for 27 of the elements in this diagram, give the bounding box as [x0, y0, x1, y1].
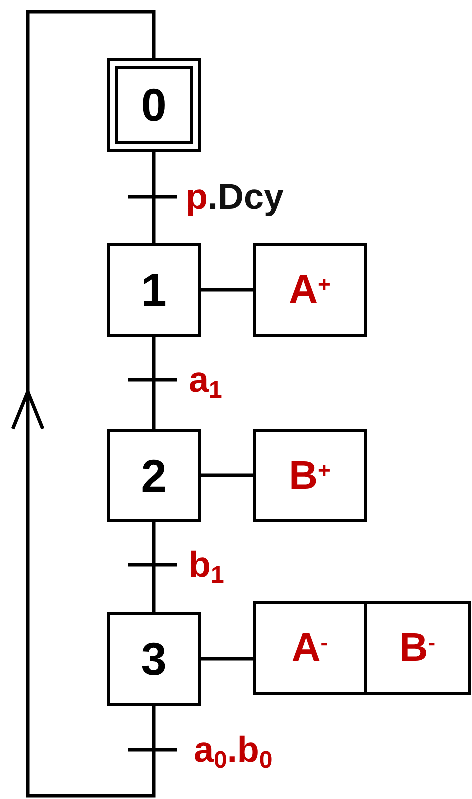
- link-line: [152, 522, 156, 612]
- link-line: [201, 657, 253, 661]
- link-line: [201, 288, 253, 292]
- action-label: B$^{-}$: [399, 628, 436, 668]
- transition-condition: b$_{1}$: [189, 547, 224, 583]
- transition-condition: a$_{0}$.b$_{0}$: [194, 732, 273, 768]
- action-label: B$^{+}$: [289, 456, 331, 496]
- action-box: [364, 601, 471, 695]
- loop-back-link: [11, 10, 156, 798]
- step-number: 3: [141, 636, 167, 682]
- step-number: 0: [141, 82, 167, 128]
- transition-condition: a$_{1}$: [189, 362, 222, 398]
- action-label: A$^{+}$: [289, 270, 331, 310]
- step-number: 2: [141, 452, 167, 498]
- link-line: [152, 337, 156, 429]
- link-line: [201, 474, 253, 478]
- initial-step-box: [107, 58, 201, 152]
- transition-condition: p.Dcy: [186, 179, 284, 215]
- action-box: [253, 601, 367, 695]
- action-box: [253, 429, 367, 522]
- link-line: [152, 152, 156, 243]
- step-box: [107, 243, 201, 337]
- step-box: [107, 612, 201, 706]
- action-box: [253, 243, 367, 337]
- step-box: [107, 429, 201, 522]
- action-label: A$^{-}$: [292, 628, 328, 668]
- step-number: 1: [141, 267, 167, 313]
